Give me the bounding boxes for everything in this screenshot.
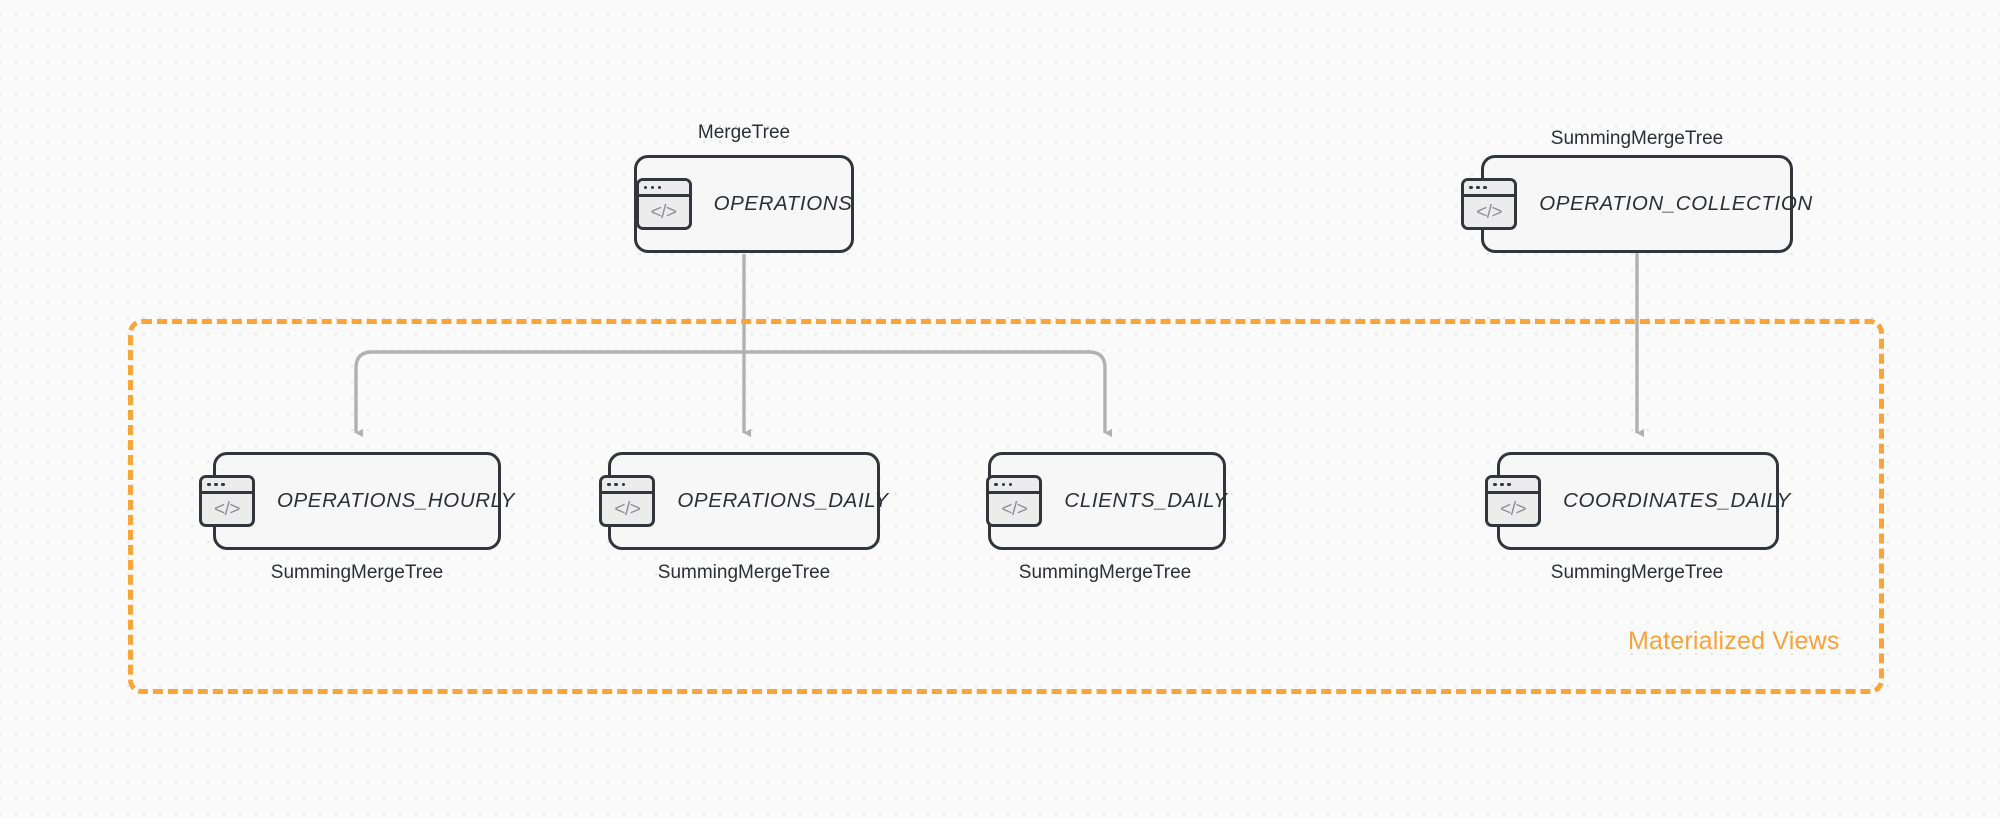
- engine-label-operation-collection: SummingMergeTree: [1550, 128, 1724, 149]
- code-window-icon: </>: [635, 178, 692, 230]
- window-dot-1: [206, 482, 211, 487]
- engine-label-operations-hourly: SummingMergeTree: [270, 562, 444, 583]
- node-title: OPERATIONS_HOURLY: [276, 489, 516, 512]
- window-titlebar: [638, 181, 689, 197]
- node-operations-hourly[interactable]: </> OPERATIONS_HOURLY: [198, 452, 514, 550]
- window-dot-1: [1493, 482, 1497, 487]
- window-dot-2: [1001, 482, 1006, 487]
- window-dot-2: [1476, 185, 1480, 190]
- code-glyph: </>: [1476, 201, 1503, 223]
- window-titlebar: [1488, 478, 1539, 494]
- window-dot-1: [1469, 185, 1473, 190]
- window-titlebar: [989, 478, 1040, 494]
- engine-label-operations: MergeTree: [697, 122, 791, 143]
- engine-label-clients-daily: SummingMergeTree: [1018, 562, 1192, 583]
- node-coordinates-daily[interactable]: </> COORDINATES_DAILY: [1485, 452, 1790, 550]
- window-dot-3: [1008, 482, 1013, 487]
- materialized-views-group: [128, 319, 1884, 694]
- window-dot-3: [1507, 482, 1511, 487]
- window-titlebar: [1464, 181, 1515, 197]
- window-dot-1: [607, 482, 611, 487]
- node-operation-collection[interactable]: </> OPERATION_COLLECTION: [1461, 155, 1812, 253]
- engine-label-coordinates-daily: SummingMergeTree: [1550, 562, 1724, 583]
- window-titlebar: [602, 478, 653, 494]
- code-glyph: </>: [1001, 498, 1028, 520]
- window-dot-3: [657, 185, 662, 190]
- node-operations[interactable]: </> OPERATIONS: [634, 155, 854, 253]
- window-dot-2: [214, 482, 218, 487]
- code-window-icon: </>: [1461, 178, 1518, 230]
- window-dot-3: [621, 482, 626, 487]
- window-dot-1: [643, 185, 648, 190]
- node-title: COORDINATES_DAILY: [1563, 489, 1791, 512]
- window-dot-3: [1483, 185, 1487, 190]
- code-window-icon: </>: [198, 475, 255, 527]
- node-title: CLIENTS_DAILY: [1064, 489, 1228, 512]
- node-operations-daily[interactable]: </> OPERATIONS_DAILY: [599, 452, 888, 550]
- window-dot-2: [614, 482, 619, 487]
- window-dot-2: [650, 185, 655, 190]
- materialized-views-label: Materialized Views: [1628, 627, 1840, 655]
- code-glyph: </>: [614, 498, 641, 520]
- code-window-icon: </>: [599, 475, 656, 527]
- node-title: OPERATION_COLLECTION: [1539, 192, 1813, 215]
- node-title: OPERATIONS_DAILY: [677, 489, 889, 512]
- code-glyph: </>: [213, 498, 240, 520]
- code-glyph: </>: [1500, 498, 1527, 520]
- code-window-icon: </>: [986, 475, 1043, 527]
- window-dot-1: [994, 482, 999, 487]
- window-dot-3: [221, 482, 225, 487]
- code-glyph: </>: [650, 201, 677, 223]
- window-titlebar: [201, 478, 252, 494]
- node-clients-daily[interactable]: </> CLIENTS_DAILY: [986, 452, 1228, 550]
- node-title: OPERATIONS: [713, 192, 853, 215]
- window-dot-2: [1500, 482, 1504, 487]
- engine-label-operations-daily: SummingMergeTree: [657, 562, 831, 583]
- code-window-icon: </>: [1485, 475, 1542, 527]
